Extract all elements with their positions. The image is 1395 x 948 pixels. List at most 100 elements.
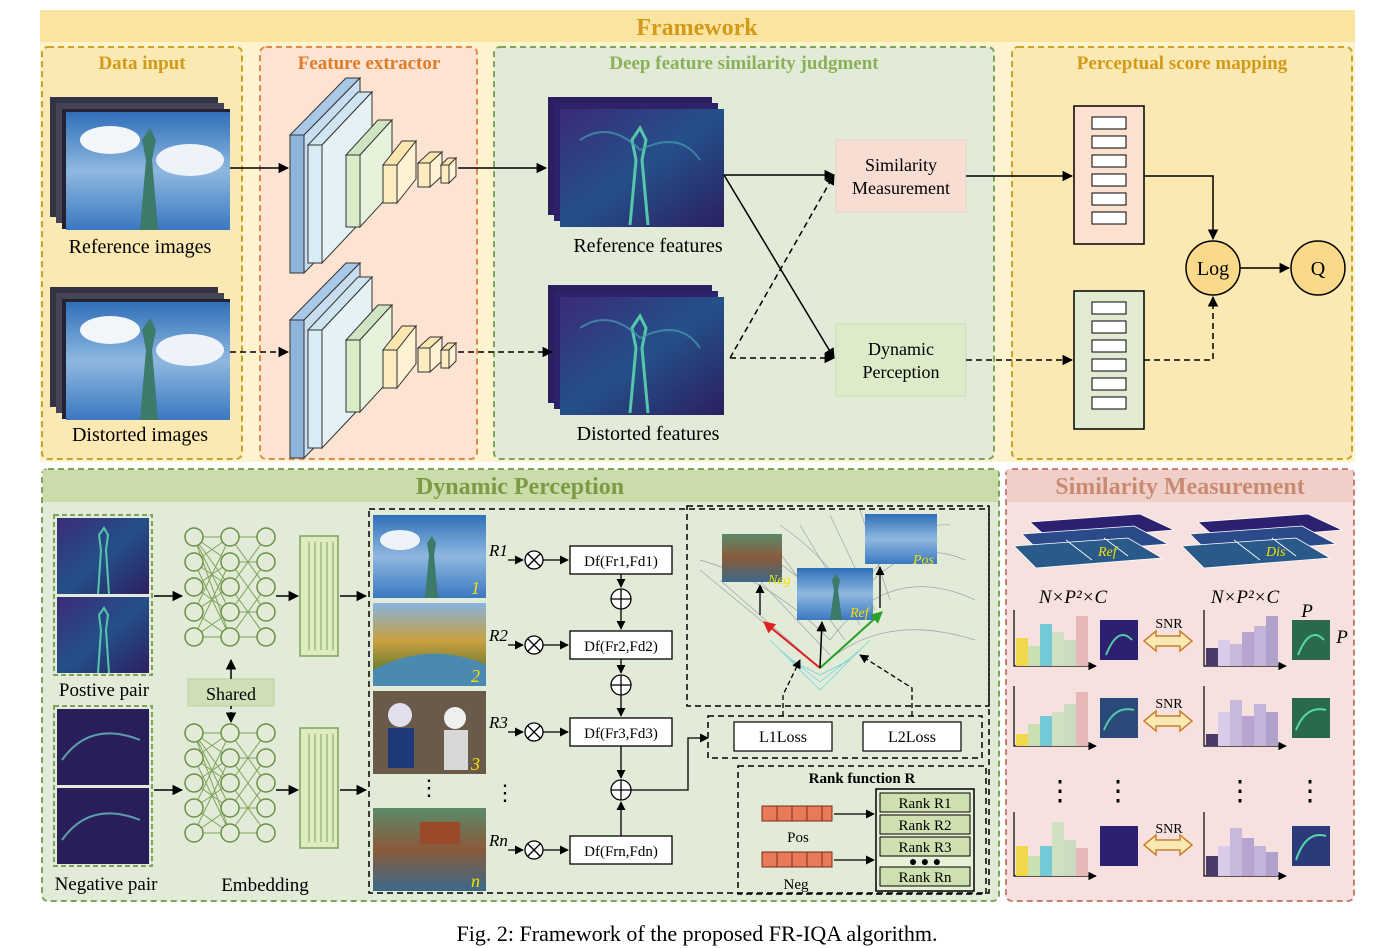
dis-dim-label: N×P²×C — [1210, 587, 1280, 608]
vertical-dots: ⋮ — [1296, 776, 1324, 807]
hist-row-3 — [1013, 812, 1330, 881]
shared-box — [187, 678, 275, 707]
similarity-measurement-box — [835, 139, 967, 213]
reference-image-stack — [50, 97, 230, 230]
embedding-label: Embedding — [221, 875, 309, 896]
positive-pair-images — [53, 514, 153, 676]
embedding-vector-bottom — [299, 727, 339, 849]
q-node — [1290, 240, 1346, 296]
framework-title: Framework — [636, 15, 758, 41]
multiply-nodes — [524, 550, 544, 860]
l1-to-surface-arrow — [782, 659, 801, 716]
hist-row-1 — [1013, 610, 1330, 671]
negative-pair-label: Negative pair — [55, 874, 159, 895]
feature-extractor-title: Feature extractor — [298, 53, 441, 74]
shared-label: Shared — [206, 684, 256, 704]
hist-row-2 — [1013, 686, 1330, 751]
snr-label-1: SNR — [1155, 617, 1183, 632]
similarity-box-line2: Measurement — [852, 178, 950, 198]
dis-label: Dis — [1265, 545, 1286, 560]
dynamic-perception-title: Dynamic Perception — [416, 474, 624, 500]
distorted-features-label: Distorted features — [577, 423, 720, 445]
loss-frame — [707, 715, 983, 759]
dynamic-box-line1: Dynamic — [868, 339, 934, 359]
rank-neg-label: Neg — [784, 877, 809, 893]
rank-pos-label: Pos — [787, 830, 809, 846]
rank-function-frame — [737, 765, 987, 895]
arrow-top-vector-to-log — [1144, 175, 1219, 241]
black-vector — [816, 620, 827, 669]
surface-neg-label: Neg — [767, 573, 791, 588]
dynamic-perception-box — [835, 323, 967, 397]
pos-vector — [761, 805, 833, 822]
surface-stalks — [755, 566, 885, 615]
surface-ref-image — [797, 568, 873, 620]
data-input-title: Data input — [98, 53, 186, 74]
mapping-title: Perceptual score mapping — [1077, 53, 1288, 74]
surface-pos-image — [865, 514, 937, 564]
arrow-dis-to-similarity — [729, 174, 835, 359]
rank-item-1: Rank R1 — [899, 796, 952, 812]
distorted-images-label: Distorted images — [72, 424, 208, 446]
reference-features-label: Reference features — [573, 235, 723, 257]
figure-caption: Fig. 2: Framework of the proposed FR-IQA… — [457, 921, 938, 946]
similarity-title: Similarity Measurement — [1055, 474, 1305, 500]
ranking-surface-frame — [686, 505, 990, 707]
rank-label-1: R1 — [488, 541, 508, 560]
similarity-panel — [1005, 468, 1355, 902]
ref-patch-stack — [1013, 513, 1176, 569]
reference-feature-maps — [548, 97, 724, 227]
sum-nodes — [610, 588, 632, 801]
arrow-sum-to-loss — [631, 733, 709, 791]
rank-list-items — [879, 792, 971, 887]
judgment-title: Deep feature similarity judgment — [609, 53, 879, 74]
df-label-2: Df(Fr2,Fd2) — [584, 639, 658, 655]
l2-loss-box — [862, 721, 962, 752]
rank-to-multiply-arrows — [508, 555, 569, 855]
similarity-title-bar — [1007, 470, 1353, 502]
rank-item-n: Rank Rn — [899, 870, 952, 886]
rank-item-2: Rank R2 — [899, 818, 952, 834]
score-vector-top — [1073, 105, 1145, 245]
surface-ref-label: Ref — [849, 606, 871, 621]
df-label-n: Df(Frn,Fdn) — [584, 844, 658, 860]
l2-loss-label: L2Loss — [888, 729, 936, 746]
snr-double-arrows — [1142, 629, 1194, 857]
distorted-image-stack — [50, 287, 230, 420]
ranked-image-1 — [373, 515, 486, 598]
green-vector — [819, 611, 883, 669]
red-vector — [763, 621, 821, 669]
embedding-network-bottom — [184, 723, 276, 843]
vertical-dots: ⋮ — [1046, 776, 1074, 807]
l1-loss-label: L1Loss — [759, 729, 807, 746]
image-number-1: 1 — [471, 578, 480, 598]
dynamic-perception-title-bar — [43, 470, 998, 502]
rank-label-2: R2 — [488, 626, 508, 645]
ranked-image-2 — [373, 603, 486, 686]
vertical-dots: ⋮ — [1226, 776, 1254, 807]
arrow-ref-to-dynamic — [723, 174, 835, 359]
cnn-distorted — [288, 261, 458, 460]
surface-pos-label: Pos — [912, 553, 935, 568]
p-label-top: P — [1300, 601, 1313, 622]
l2-to-surface-arrow — [859, 654, 913, 716]
ellipsis-ranks: ⋮ — [494, 780, 516, 805]
similarity-box-line1: Similarity — [865, 155, 937, 175]
df-label-3: Df(Fr3,Fd3) — [584, 726, 658, 742]
image-number-n: n — [471, 871, 480, 891]
ellipsis-images: ⋮ — [418, 775, 440, 800]
arrow-bottom-vector-to-log — [1144, 295, 1219, 361]
framework-title-bar — [40, 10, 1355, 42]
dynamic-box-line2: Perception — [863, 362, 940, 382]
distorted-feature-maps — [548, 285, 724, 415]
surface-neg-image — [722, 534, 782, 582]
negative-pair-images — [53, 705, 153, 867]
ranked-image-n — [373, 808, 486, 891]
rank-item-3: Rank R3 — [899, 840, 952, 856]
ranked-images-frame — [368, 508, 990, 894]
image-number-2: 2 — [471, 666, 480, 686]
rank-label-3: R3 — [488, 713, 508, 732]
l1-loss-box — [733, 721, 833, 752]
ranked-image-3 — [373, 691, 486, 774]
embedding-vector-top — [299, 535, 339, 657]
